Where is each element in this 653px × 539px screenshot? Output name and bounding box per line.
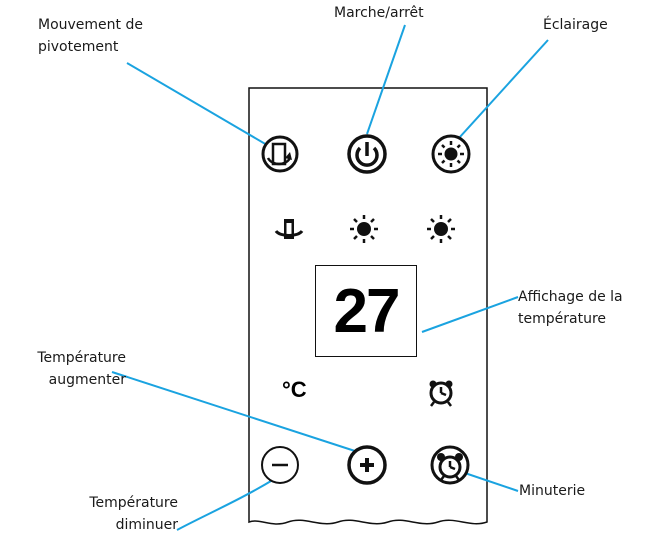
celsius-indicator: °C (282, 377, 307, 402)
swing-button[interactable] (261, 135, 299, 173)
label-temp-down-line2: diminuer (115, 517, 178, 533)
callout-temp-up (111, 371, 359, 453)
label-temp-up-line2: augmenter (48, 372, 126, 388)
plus-icon (360, 458, 374, 472)
label-power: Marche/arrêt (334, 5, 424, 21)
label-swing-line2: pivotement (38, 39, 119, 55)
timer-button[interactable] (430, 445, 470, 485)
power-icon (355, 142, 379, 167)
callout-power (366, 24, 406, 135)
label-swing-line1: Mouvement de (38, 17, 143, 33)
alarm-clock-indicator-icon (429, 380, 453, 407)
callout-temp-down (176, 477, 277, 531)
label-temp-down-line1: Température (89, 495, 178, 511)
label-temp-down: Température diminuer (62, 492, 178, 536)
remote-body (248, 87, 488, 525)
light-button[interactable] (431, 134, 471, 174)
light-low-indicator-icon (350, 215, 378, 243)
label-swing: Mouvement de pivotement (38, 14, 143, 58)
label-temp-up: Température augmenter (6, 347, 126, 391)
alarm-clock-icon (437, 453, 463, 481)
label-timer: Minuterie (519, 483, 586, 499)
label-display-line2: température (518, 311, 606, 327)
temperature-down-button[interactable] (261, 446, 299, 484)
light-high-indicator-icon (427, 215, 455, 243)
label-display-line1: Affichage de la (518, 289, 623, 305)
callout-light (458, 39, 549, 139)
power-button[interactable] (347, 134, 387, 174)
callout-display (421, 296, 519, 333)
label-temp-up-line1: Température (37, 350, 126, 366)
swing-indicator-icon (274, 219, 304, 239)
temperature-display: 27 (315, 265, 417, 357)
label-display: Affichage de la température (518, 286, 623, 330)
light-icon (438, 141, 464, 167)
temperature-up-button[interactable] (347, 445, 387, 485)
label-light: Éclairage (543, 17, 608, 33)
callout-swing (126, 62, 280, 153)
